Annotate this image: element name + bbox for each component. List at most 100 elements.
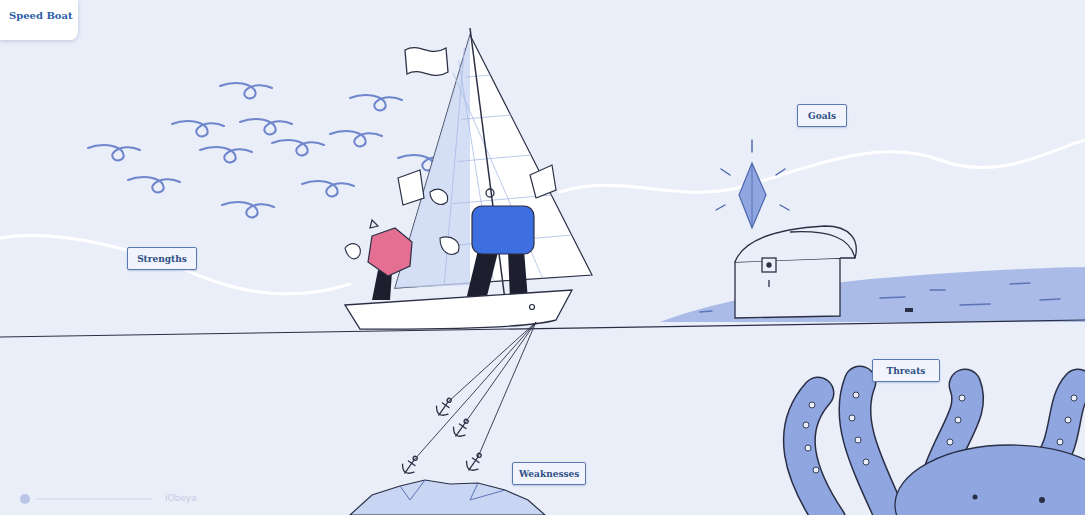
octopus-part-part-part — [799, 393, 830, 515]
water-current-part — [560, 140, 1085, 192]
anchor-shank — [439, 402, 448, 415]
sailor-pink-part — [368, 228, 412, 276]
sailor-blue-part — [472, 206, 534, 254]
anchor-arms — [400, 464, 414, 476]
octopus-sucker — [1071, 395, 1077, 401]
octopus — [799, 382, 1085, 515]
anchor-shank — [469, 457, 478, 470]
sail-part — [405, 48, 448, 76]
watermark-text: iObeya — [165, 493, 197, 503]
sailor-blue — [430, 165, 556, 300]
anchor-stock — [459, 424, 466, 429]
category-label: Goals — [808, 111, 836, 121]
sailor-blue-part — [466, 250, 528, 300]
anchor-shank — [405, 460, 414, 473]
iceberg — [350, 480, 545, 515]
wind-swirl — [128, 177, 180, 192]
goal-gem-part — [716, 140, 789, 210]
sail-grid-line — [461, 115, 510, 119]
category-label-box: Weaknesses — [512, 462, 586, 485]
anchor-ropes — [414, 322, 536, 460]
wind-swirls — [88, 83, 450, 217]
anchor-symbol — [433, 395, 456, 419]
goal-gem-part-part — [751, 140, 752, 152]
island-part-part — [880, 297, 905, 298]
anchors — [399, 395, 486, 477]
octopus-part-part-part — [799, 393, 830, 515]
sailor-pink-part — [370, 220, 378, 228]
sail-grid-line — [466, 75, 491, 77]
octopus-sucker — [959, 395, 965, 401]
goal-gem-part — [752, 163, 753, 228]
sail-part — [444, 48, 571, 285]
sailor-pink-part — [345, 244, 360, 259]
octopus-sucker — [1057, 439, 1063, 445]
sail-grid-line — [457, 155, 531, 162]
octopus-sucker — [955, 417, 961, 423]
anchor-ropes-part — [448, 322, 536, 402]
octopus-sucker — [809, 402, 815, 408]
treasure-chest-part — [790, 232, 855, 258]
goal-gem-part-part — [721, 169, 730, 175]
watermark-slider-part — [20, 494, 30, 504]
octopus-sucker — [813, 467, 819, 473]
boat-hull — [345, 290, 572, 329]
treasure-chest-part — [735, 258, 840, 318]
island-part-part — [1040, 299, 1060, 300]
octopus-part — [973, 495, 978, 500]
anchor-arms — [451, 427, 465, 439]
anchor-stock — [442, 403, 449, 408]
octopus-sucker — [805, 445, 811, 451]
category-label-box: Goals — [797, 104, 847, 127]
wind-swirl — [302, 181, 354, 196]
island-part-part — [1010, 283, 1030, 284]
treasure-chest-part — [735, 226, 856, 262]
category-label-box: Threats — [872, 359, 940, 382]
wind-swirl — [272, 140, 324, 155]
anchor-symbol — [450, 416, 473, 440]
octopus-part — [1039, 497, 1045, 503]
octopus-part — [895, 445, 1085, 515]
octopus-sucker — [803, 422, 809, 428]
boat-hull-part — [530, 305, 535, 310]
anchor-shank — [456, 423, 465, 436]
category-label: Strengths — [137, 254, 187, 264]
octopus-part — [803, 392, 1077, 473]
treasure-chest-part — [762, 258, 776, 272]
category-label: Threats — [887, 366, 926, 376]
iceberg-part — [400, 480, 505, 500]
anchor-stock — [472, 458, 479, 463]
wind-swirl — [200, 147, 252, 162]
sail — [395, 28, 592, 300]
category-label: Weaknesses — [519, 469, 579, 479]
treasure-chest-part — [767, 263, 771, 267]
anchor-ropes-part — [478, 322, 536, 457]
island-part-part — [960, 304, 990, 305]
anchor-arms — [434, 406, 448, 418]
sailor-pink-part — [398, 170, 424, 205]
island-part — [905, 308, 913, 312]
sailor-blue-part — [430, 189, 448, 204]
sailor-blue-part — [486, 189, 494, 197]
octopus-part-part-part — [855, 382, 890, 515]
goal-gem — [716, 140, 789, 228]
octopus-sucker — [947, 439, 953, 445]
wind-swirl — [350, 95, 402, 110]
treasure-chest-part — [768, 280, 769, 287]
wind-swirl — [240, 119, 292, 134]
category-label-box: Strengths — [127, 247, 197, 270]
island-part-part — [700, 311, 712, 312]
sail-part — [395, 35, 592, 288]
sailor-pink — [345, 170, 459, 300]
water-current-part — [0, 236, 350, 294]
anchor-arms — [464, 461, 478, 473]
sailor-pink-part — [440, 237, 459, 254]
anchor-symbol — [463, 450, 486, 474]
treasure-chest — [735, 226, 856, 318]
goal-gem-part — [739, 163, 766, 228]
wind-swirl — [222, 202, 274, 217]
wind-swirl — [172, 121, 224, 136]
octopus-sucker — [1065, 417, 1071, 423]
iceberg-part — [350, 480, 545, 515]
